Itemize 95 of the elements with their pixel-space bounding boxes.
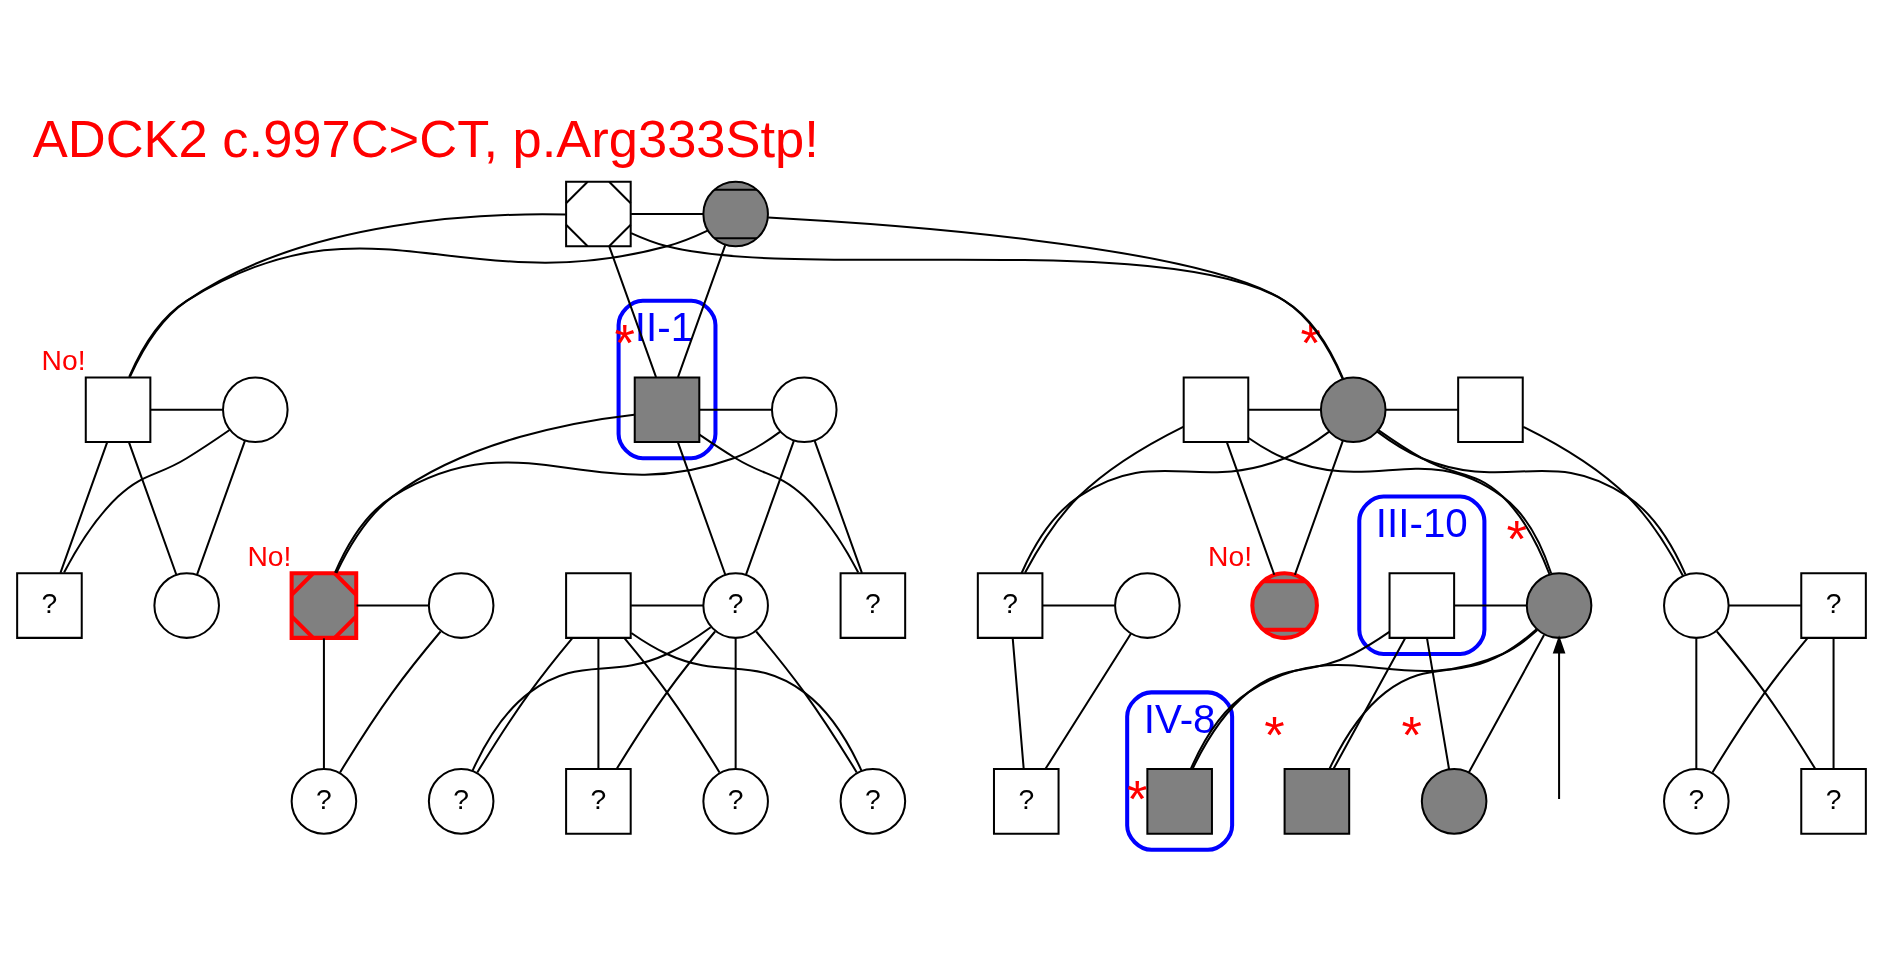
connector: [1467, 634, 1545, 773]
connector: [129, 213, 566, 378]
connector: [1376, 430, 1687, 575]
connector: [1042, 604, 1115, 607]
node-label: *: [1264, 705, 1285, 764]
node-circle: [1250, 571, 1319, 640]
connector: [755, 630, 858, 773]
connector: [631, 213, 703, 216]
connector: [1522, 425, 1684, 577]
connector: [128, 229, 709, 378]
node-circle: [1319, 376, 1387, 444]
node-circle: [222, 376, 289, 444]
node-circle: [153, 572, 220, 639]
connector: [698, 433, 860, 574]
connector: [1332, 637, 1406, 770]
cluster: III-10: [1357, 494, 1487, 657]
node-circle: [1525, 572, 1593, 639]
node-circle: ?: [1663, 768, 1730, 835]
node-circle: ?: [702, 572, 769, 639]
connector: [1191, 631, 1390, 769]
connector: [1226, 442, 1276, 576]
connector: [1024, 425, 1184, 574]
node-box: [565, 572, 632, 639]
connector: [1832, 638, 1835, 769]
connector: [128, 442, 178, 576]
connector: [768, 216, 1344, 380]
arrow: [1552, 635, 1566, 799]
node-circle: ?: [702, 768, 769, 835]
node-box: [1146, 768, 1213, 835]
connector: [597, 638, 600, 769]
connector: [63, 429, 231, 574]
node-circle: ?: [427, 768, 495, 835]
node-circle: [770, 376, 838, 444]
node-label: No!: [1208, 539, 1253, 572]
connector: [1454, 604, 1527, 607]
connector: [630, 632, 863, 771]
connector: [339, 630, 442, 773]
connector: [699, 408, 772, 411]
node-circle: [1663, 572, 1730, 639]
connector: [1378, 429, 1551, 575]
connector: [1729, 604, 1801, 607]
node-label: No!: [41, 343, 86, 376]
connector: [59, 442, 108, 574]
connector: [615, 630, 716, 770]
node-box: ?: [839, 572, 907, 639]
node-label: *: [1506, 509, 1527, 568]
connector: [1716, 630, 1817, 770]
connector: [744, 440, 795, 576]
node-box: [1457, 376, 1524, 444]
connector: [1044, 632, 1132, 770]
node-label: *: [1401, 705, 1422, 764]
connector: [734, 638, 737, 769]
node-label: No!: [247, 539, 292, 572]
node-box: ?: [1800, 768, 1867, 835]
connector: [1328, 628, 1538, 770]
node-box: [1283, 768, 1351, 835]
connector: [1426, 638, 1451, 770]
connector: [356, 604, 429, 607]
node-box: ?: [1800, 572, 1867, 639]
connector: [631, 604, 703, 607]
connector: [150, 408, 223, 411]
connector: [1248, 437, 1553, 574]
connector: [476, 637, 573, 773]
node-box: [1388, 572, 1456, 639]
connector: [1695, 638, 1698, 769]
connector: [196, 440, 246, 576]
connector: [623, 637, 721, 773]
node-box: ?: [976, 572, 1044, 639]
connector: [471, 626, 712, 772]
node-box: [633, 376, 701, 444]
connector: [322, 638, 325, 769]
connector: [1020, 430, 1330, 574]
node-box: ?: [565, 768, 632, 835]
node-box: [1182, 376, 1250, 444]
connector: [1385, 408, 1458, 411]
connector: [813, 440, 863, 574]
connector: [1011, 638, 1025, 769]
node-circle: ?: [290, 768, 358, 835]
node-box: ?: [992, 768, 1060, 835]
node-box: ?: [16, 572, 83, 639]
connector: [630, 232, 1344, 380]
connector: [1248, 408, 1321, 411]
connector: [677, 442, 727, 576]
node-circle: [1420, 768, 1488, 835]
node-circle: [1114, 572, 1181, 639]
node-circle: [702, 180, 769, 248]
connector: [1190, 629, 1539, 770]
node-box: [84, 376, 152, 444]
connector: [677, 244, 727, 378]
connector: [1293, 440, 1344, 576]
node-circle: ?: [839, 768, 907, 835]
diagram-title: ADCK2 c.997C>CT, p.Arg333Stp!: [32, 110, 819, 169]
connector: [334, 430, 781, 574]
node-circle: [427, 572, 495, 639]
connector: [1711, 637, 1809, 773]
